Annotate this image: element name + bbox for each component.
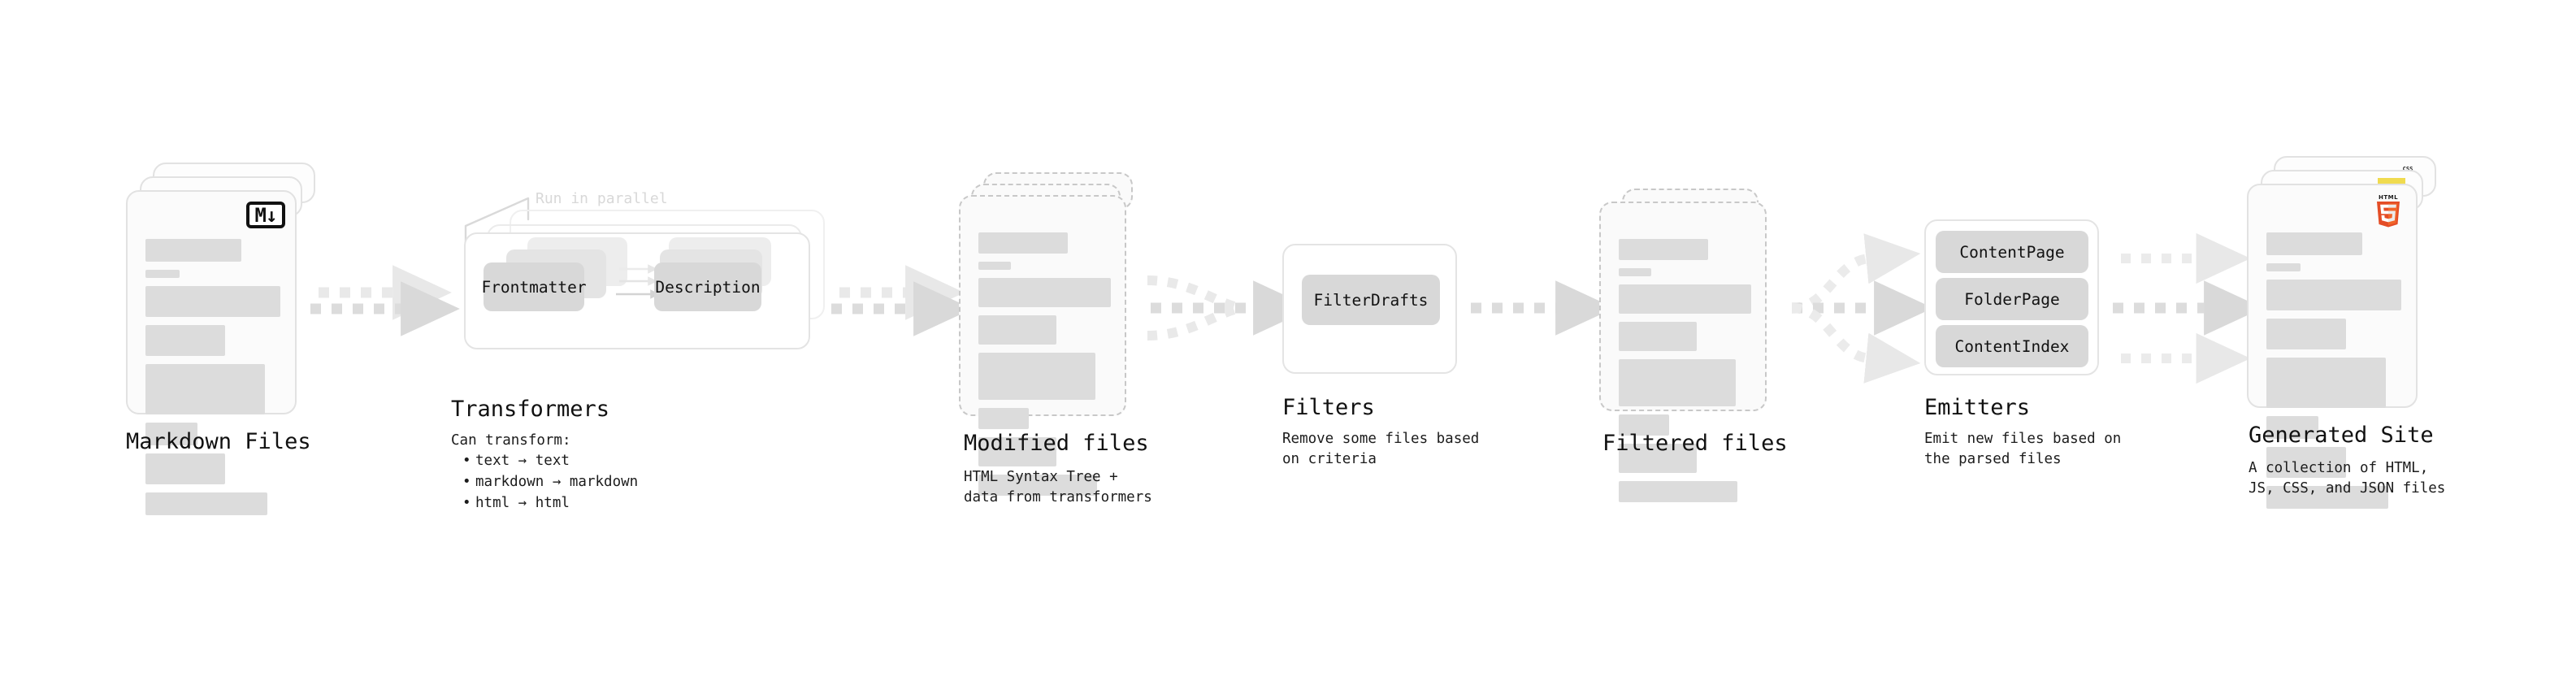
emitters-group: ContentPage FolderPage ContentIndex	[1924, 219, 2127, 382]
doc-bar	[978, 408, 1029, 429]
filtered-file-stack	[1599, 189, 1786, 502]
doc-bar	[145, 423, 197, 445]
emitters-chip-contentpage[interactable]: ContentPage	[1936, 231, 2088, 273]
stage-generated-site: CSS HTML	[2247, 156, 2450, 509]
generated-card-front-html[interactable]: HTML	[2247, 184, 2418, 509]
doc-bar	[2266, 447, 2346, 478]
doc-bar	[145, 325, 225, 356]
arrow-filtered-to-emitters	[1791, 233, 1933, 384]
doc-bar	[978, 437, 1056, 466]
doc-bar	[145, 286, 280, 317]
stage-filtered-files: Filtered files	[1599, 189, 1788, 502]
caption-filters: Filters	[1282, 395, 1375, 420]
doc-bar	[1619, 481, 1737, 502]
doc-bar	[2266, 416, 2318, 439]
markdown-card-front[interactable]: M↓	[126, 190, 297, 515]
list-item: html → html	[462, 493, 638, 514]
stage-modified-files: Modified files HTML Syntax Tree + data f…	[959, 172, 1152, 505]
emitters-line-2: the parsed files	[1924, 451, 2062, 468]
generated-site-line-1: A collection of HTML,	[2249, 460, 2429, 476]
filters-line-1: Remove some files based	[1282, 431, 1480, 447]
run-in-parallel-brace	[464, 197, 530, 247]
filters-line-2: on criteria	[1282, 451, 1377, 468]
filtered-card-front[interactable]	[1599, 202, 1767, 502]
doc-bar	[978, 475, 1097, 496]
doc-bar	[145, 453, 225, 484]
doc-bar	[145, 364, 265, 414]
transformer-inner-arrows	[616, 264, 661, 299]
stage-markdown-files: M↓ Markdown Files	[126, 163, 321, 515]
doc-bar	[145, 270, 180, 278]
svg-text:CSS: CSS	[2403, 166, 2413, 172]
doc-bar	[2266, 486, 2388, 509]
arrow-md-to-transformers	[310, 265, 460, 336]
modified-files-line-1: HTML Syntax Tree +	[964, 469, 1118, 485]
generated-site-line-2: JS, CSS, and JSON files	[2249, 480, 2446, 497]
markdown-file-stack: M↓	[126, 163, 321, 515]
doc-bar	[1619, 414, 1669, 436]
caption-markdown-files: Markdown Files	[126, 429, 311, 454]
generated-doc-body	[2266, 232, 2401, 517]
doc-bar	[978, 232, 1068, 254]
doc-bar	[145, 239, 241, 262]
doc-bar	[978, 353, 1095, 400]
modified-doc-body	[978, 232, 1111, 504]
doc-bar	[1619, 268, 1651, 276]
doc-bar	[2266, 232, 2362, 255]
caption-transformers: Transformers	[451, 397, 610, 422]
doc-bar	[1619, 284, 1751, 314]
emitters-line-1: Emit new files based on	[1924, 431, 2122, 447]
run-in-parallel-label: Run in parallel	[536, 190, 668, 207]
doc-bar	[978, 315, 1056, 345]
markdown-doc-body	[145, 239, 280, 523]
stage-emitters: ContentPage FolderPage ContentIndex Emit…	[1924, 219, 2127, 467]
modified-card-front[interactable]	[959, 195, 1126, 496]
emitters-chip-contentindex[interactable]: ContentIndex	[1936, 325, 2088, 367]
modified-file-stack	[959, 172, 1146, 496]
transformer-chip-description[interactable]: Description	[654, 262, 761, 311]
modified-files-description: HTML Syntax Tree + data from transformer…	[964, 467, 1152, 509]
filters-group: FilterDrafts	[1282, 244, 1469, 374]
arrow-transformers-to-modified	[831, 265, 973, 336]
filters-description: Remove some files based on criteria	[1282, 429, 1479, 471]
doc-bar	[145, 492, 267, 515]
stage-transformers: Run in parallel Frontmatter Description …	[451, 187, 825, 514]
html5-icon: HTML	[2377, 194, 2400, 228]
doc-bar	[2266, 319, 2346, 349]
caption-generated-site: Generated Site	[2249, 423, 2434, 448]
caption-modified-files: Modified files	[964, 431, 1149, 456]
doc-bar	[1619, 444, 1697, 473]
doc-bar	[978, 262, 1011, 270]
caption-filtered-files: Filtered files	[1602, 431, 1788, 456]
transformer-chip-frontmatter[interactable]: Frontmatter	[481, 262, 587, 311]
doc-bar	[2266, 263, 2301, 271]
doc-bar	[978, 278, 1111, 307]
generated-site-stack: CSS HTML	[2247, 156, 2450, 509]
emitters-chip-folderpage[interactable]: FolderPage	[1936, 278, 2088, 320]
generated-site-description: A collection of HTML, JS, CSS, and JSON …	[2249, 458, 2445, 500]
doc-bar	[1619, 322, 1697, 351]
modified-files-line-2: data from transformers	[964, 489, 1152, 506]
transformers-description: Can transform: text → text markdown → ma…	[451, 431, 638, 514]
transformers-bullet-list: text → text markdown → markdown html → h…	[451, 451, 638, 514]
emitters-description: Emit new files based on the parsed files	[1924, 429, 2121, 471]
filters-chip-filterdrafts[interactable]: FilterDrafts	[1302, 275, 1440, 325]
markdown-badge: M↓	[246, 202, 285, 228]
arrow-modified-to-filters	[1147, 275, 1312, 340]
list-item: text → text	[462, 451, 638, 472]
transformers-description-lead: Can transform:	[451, 432, 571, 449]
doc-bar	[2266, 358, 2386, 408]
doc-bar	[2266, 280, 2401, 310]
list-item: markdown → markdown	[462, 472, 638, 493]
transformers-group-stack: Run in parallel Frontmatter Description …	[451, 187, 825, 349]
doc-bar	[1619, 359, 1736, 406]
svg-text:HTML: HTML	[2379, 194, 2398, 201]
caption-emitters: Emitters	[1924, 395, 2031, 420]
stage-filters: FilterDrafts Filters Remove some files b…	[1282, 244, 1479, 467]
filtered-doc-body	[1619, 239, 1751, 510]
doc-bar	[1619, 239, 1708, 260]
